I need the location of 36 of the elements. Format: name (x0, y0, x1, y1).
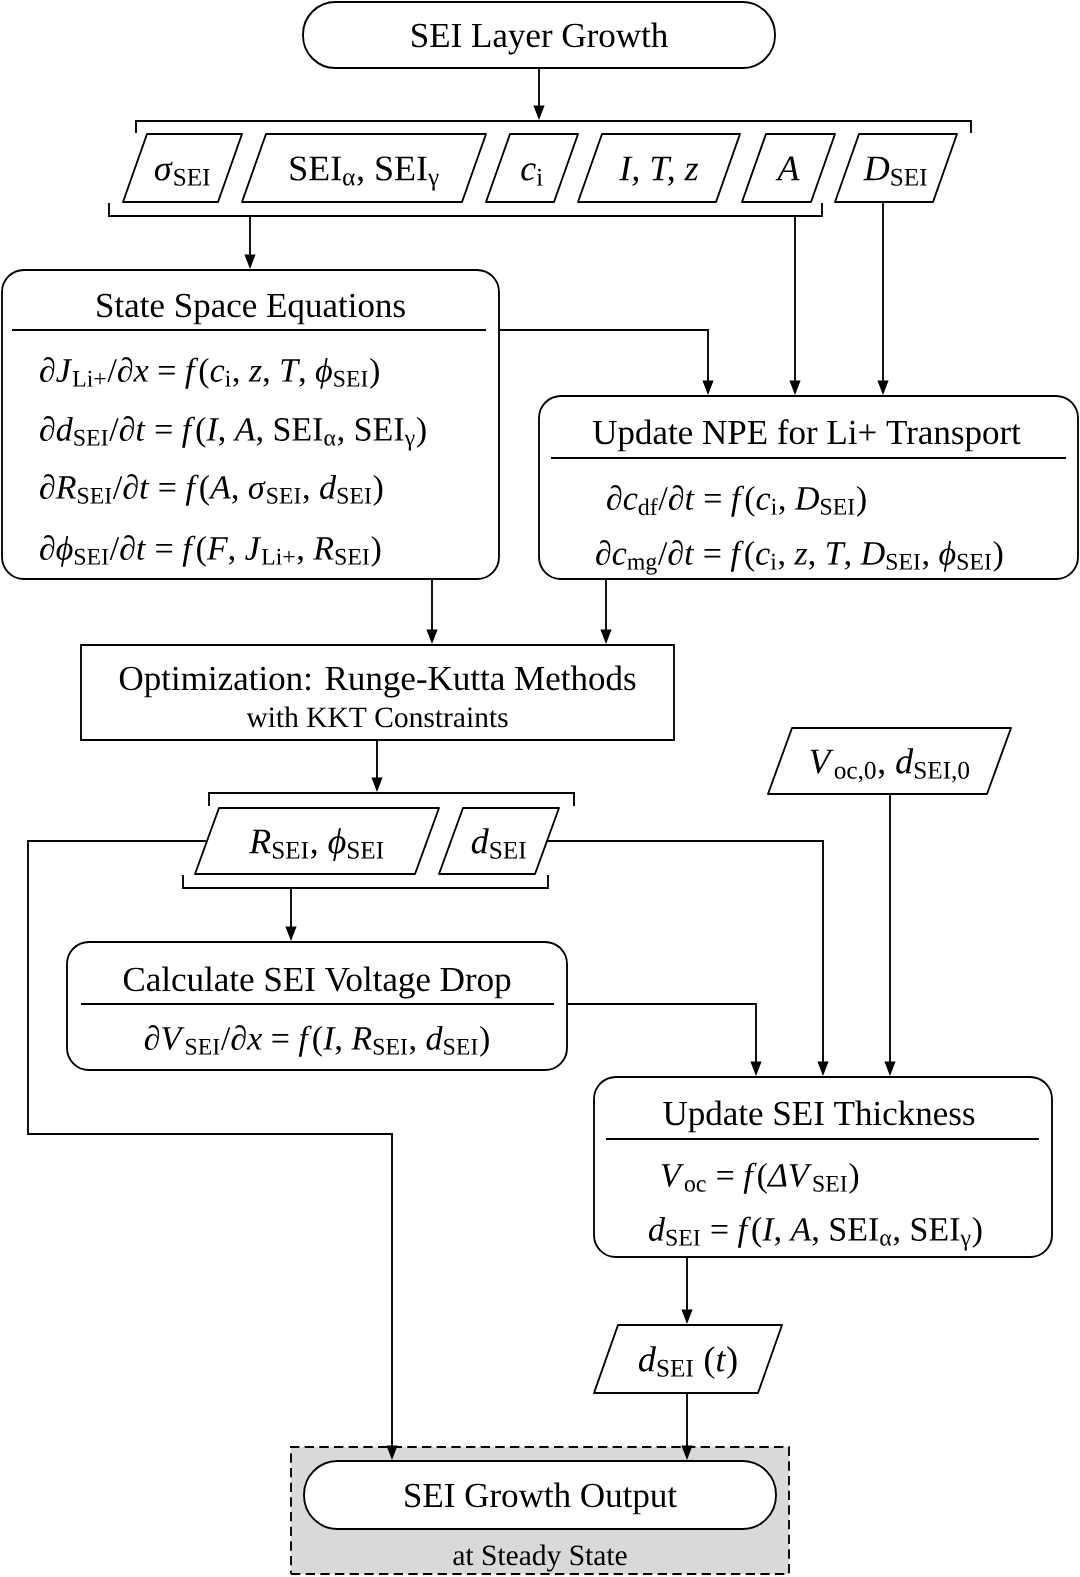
bracket (108, 202, 823, 217)
process-box (1, 269, 500, 580)
process-box (66, 941, 568, 1071)
process-box (593, 1076, 1053, 1258)
data-parallelogram: d$_{SEI}$ (t) (593, 1324, 783, 1394)
terminal-box: SEI Growth Output (303, 1460, 777, 1530)
box-heading: Calculate SEI Voltage Drop (123, 966, 511, 999)
equation: ∂c$_{mg}$/∂t = f(c$_{i}$, z, T, D$_{SEI}$, ϕ$_{SEI}$) (596, 540, 1003, 575)
equation: d$_{SEI}$ = f(I, A, SEI$_{α}$, SEI$_{γ}$) (648, 1216, 982, 1251)
data-parallelogram: V$_{oc,0}$, d$_{SEI,0}$ (767, 727, 1012, 795)
equation: ∂c$_{df}$/∂t = f(c$_{i}$, D$_{SEI}$) (607, 485, 866, 517)
equation: ∂d$_{SEI}$/∂t = f(I, A, SEI$_{α}$, SEI$_{γ}$) (40, 416, 426, 451)
data-parallelogram: I, T, z (577, 133, 741, 203)
box-heading: State Space Equations (97, 293, 405, 325)
bracket (135, 120, 972, 134)
data-parallelogram: D$_{SEI}$ (834, 133, 958, 203)
data-parallelogram: c$_{i}$ (485, 133, 579, 203)
box-subtitle: with KKT Constraints (246, 706, 508, 728)
data-parallelogram: SEI$_{α}$, SEI$_{γ}$ (241, 133, 487, 203)
equation: ∂R$_{SEI}$/∂t = f(A, σ$_{SEI}$, d$_{SEI}$) (40, 474, 383, 506)
terminal-box: SEI Layer Growth (302, 1, 776, 69)
data-parallelogram: σ$_{SEI}$ (122, 133, 243, 203)
equation: ∂J$_{Li+}$/∂x = f(c$_{i}$, z, T, ϕ$_{SEI}$) (40, 357, 379, 389)
data-parallelogram: d$_{SEI}$ (438, 807, 560, 875)
bracket (182, 874, 549, 889)
equation: ∂V$_{SEI}$/∂x = f(I, R$_{SEI}$, d$_{SEI}$) (144, 1025, 489, 1057)
process-box (80, 644, 675, 741)
bracket (208, 792, 575, 807)
box-heading: Update SEI Thickness (663, 1100, 975, 1133)
equation: ∂ϕ$_{SEI}$/∂t = f(F, J$_{Li+}$, R$_{SEI}$) (40, 535, 381, 567)
data-parallelogram: A (741, 133, 836, 203)
box-heading: Update NPE for Li+ Transport (592, 419, 1021, 452)
process-box (538, 395, 1079, 580)
box-heading: Optimization: Runge-Kutta Methods (119, 665, 636, 698)
equation: V$_{oc}$ = f(ΔV$_{SEI}$) (661, 1162, 859, 1194)
data-parallelogram: R$_{SEI}$, ϕ$_{SEI}$ (194, 807, 440, 875)
